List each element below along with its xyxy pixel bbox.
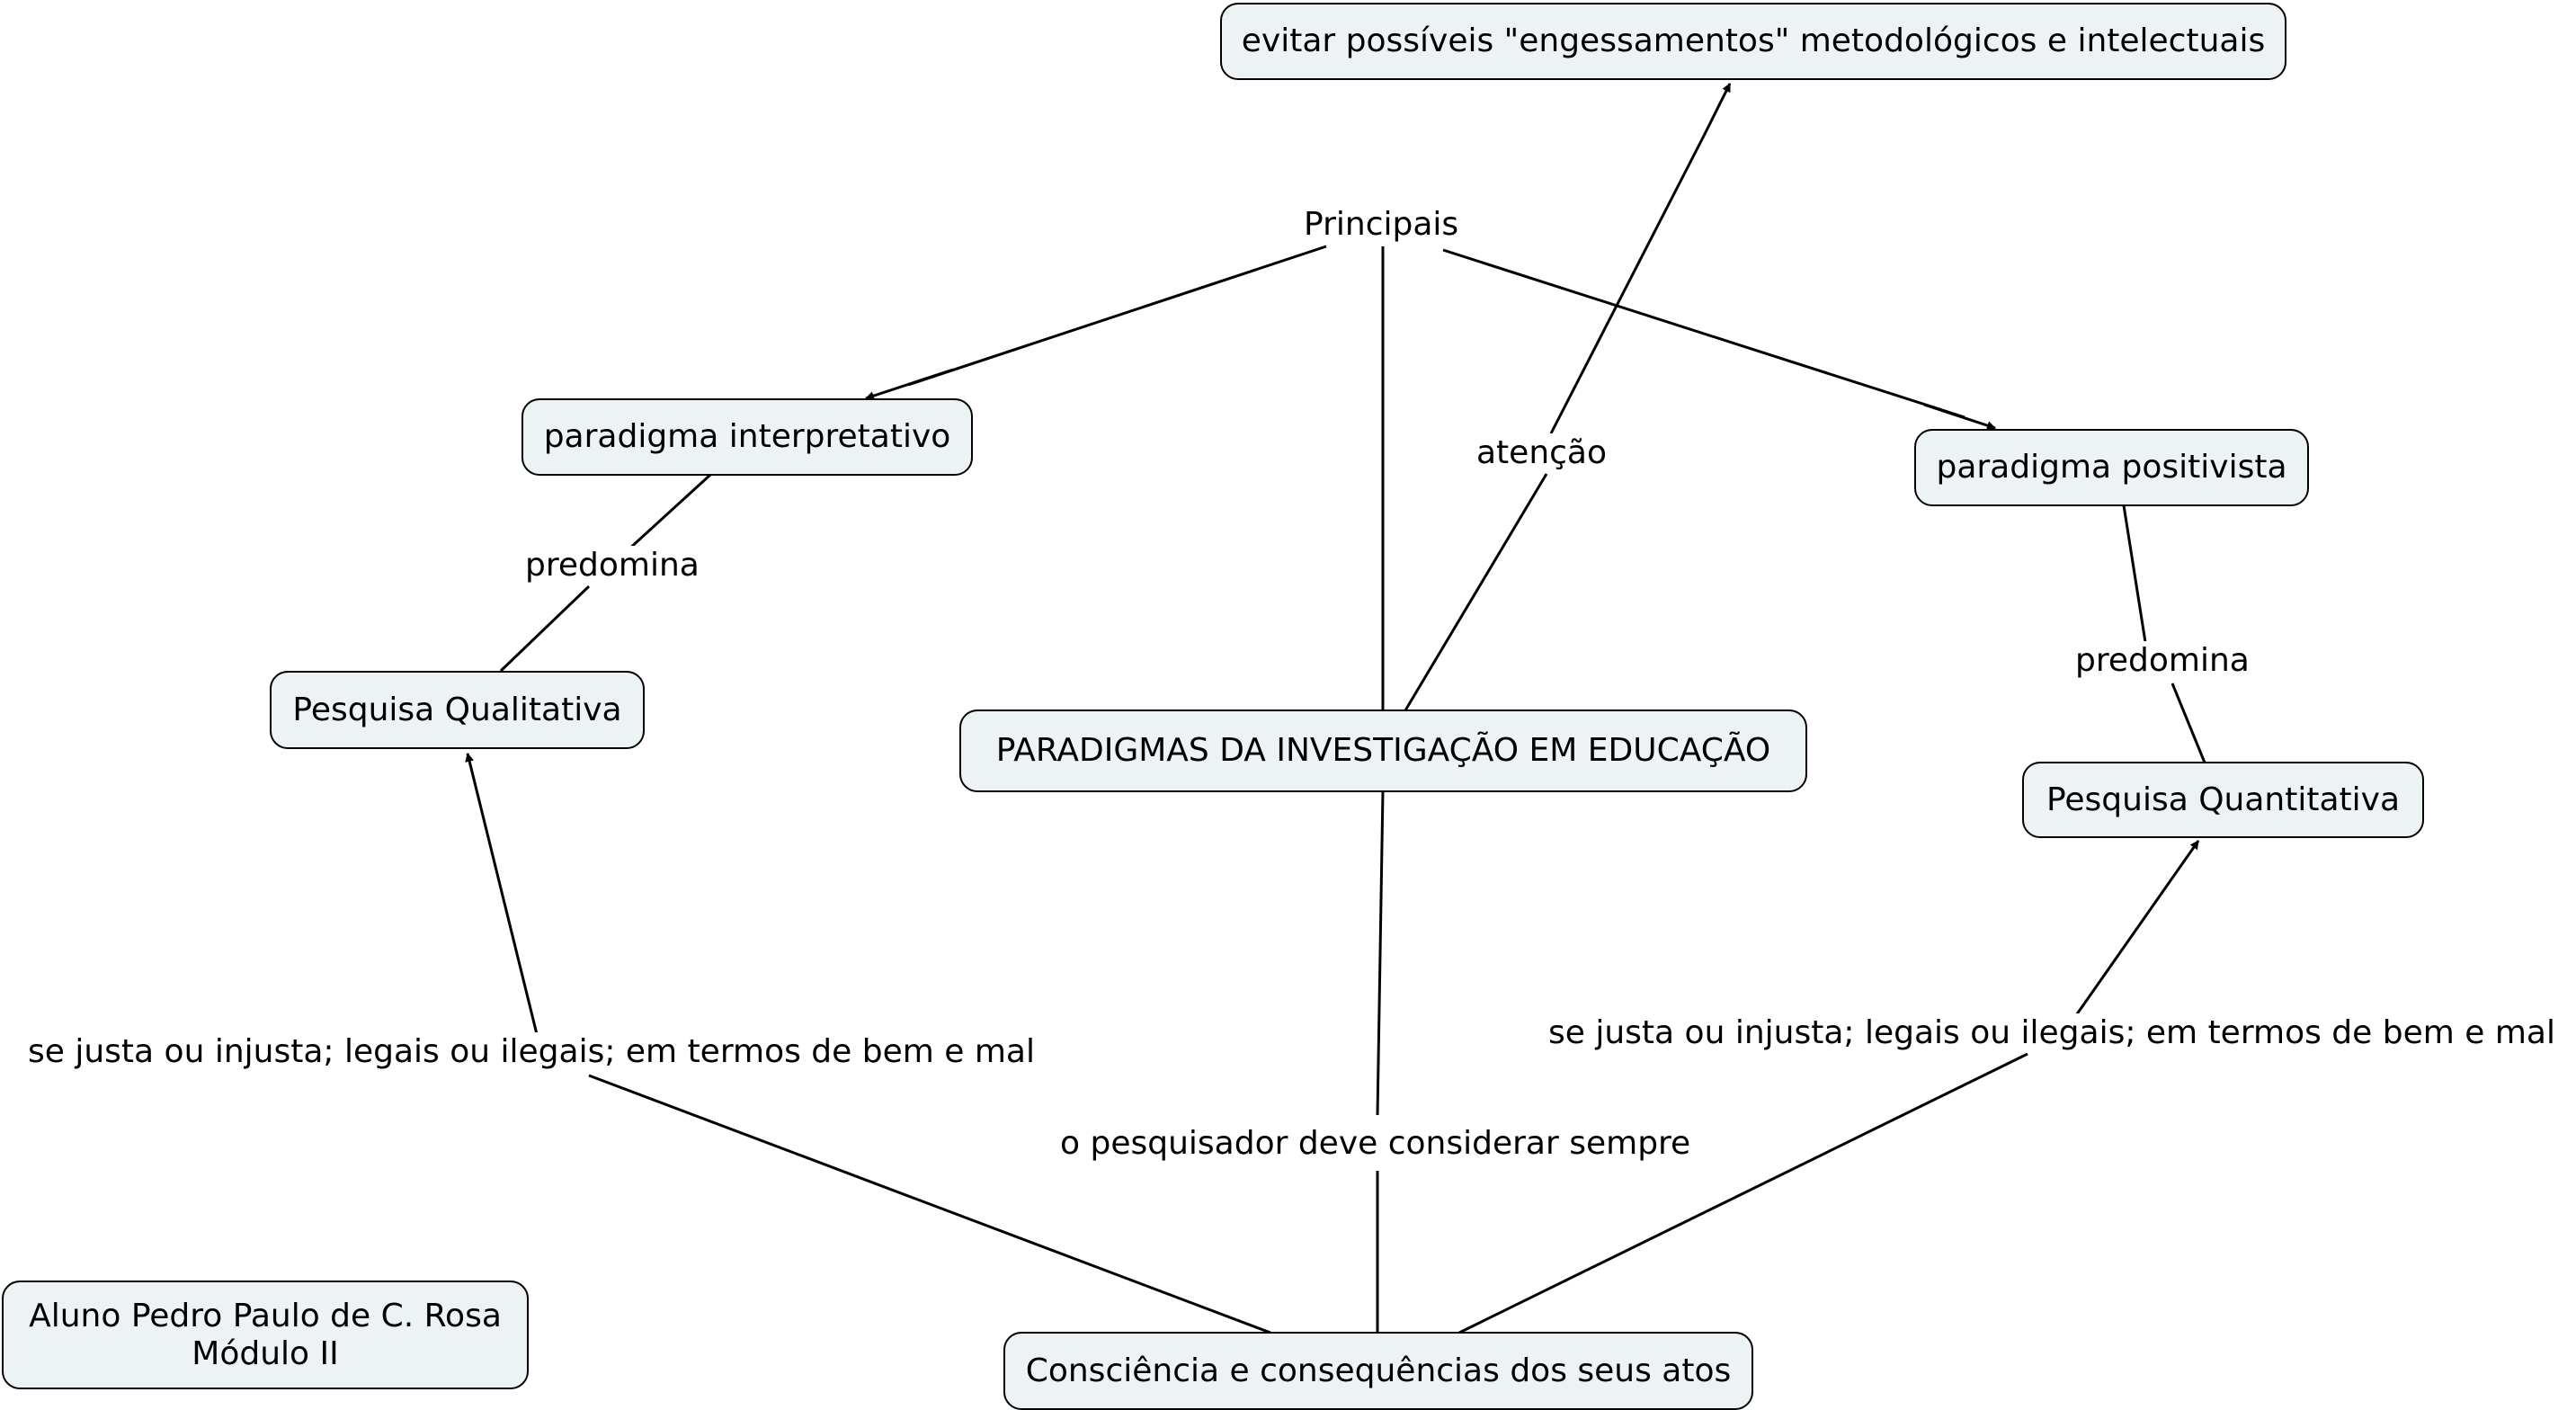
phrase-justa-left: se justa ou injusta; legais ou ilegais; …	[22, 1032, 1040, 1072]
link-principais-positivista	[1442, 248, 1965, 419]
link-consciencia-justa-left	[588, 1074, 1271, 1334]
arrow-to-topnote	[1702, 83, 1732, 137]
link-root-considerar	[1376, 790, 1385, 1116]
concept-pesquisa-quantitativa[interactable]: Pesquisa Quantitativa	[2022, 762, 2424, 838]
phrase-considerar: o pesquisador deve considerar sempre	[1055, 1124, 1697, 1164]
link-justa-right-quantitativa	[2072, 840, 2200, 1019]
link-consciencia-justa-right	[1458, 1052, 2028, 1334]
phrase-predomina-left: predomina	[520, 546, 705, 585]
concept-paradigma-positivista[interactable]: paradigma positivista	[1914, 429, 2309, 506]
link-atencao-topnote	[1549, 135, 1706, 434]
concept-paradigma-interpretativo[interactable]: paradigma interpretativo	[521, 398, 973, 476]
link-root-atencao	[1404, 473, 1548, 711]
concept-consciencia[interactable]: Consciência e consequências dos seus ato…	[1003, 1332, 1753, 1410]
concept-paradigmas-root[interactable]: PARADIGMAS DA INVESTIGAÇÃO EM EDUCAÇÃO	[959, 709, 1807, 792]
phrase-justa-right: se justa ou injusta; legais ou ilegais; …	[1543, 1013, 2561, 1053]
arrow-to-positivista	[1923, 403, 1996, 430]
concept-pesquisa-qualitativa[interactable]: Pesquisa Qualitativa	[270, 671, 645, 749]
link-positivista-predomina	[2122, 504, 2147, 643]
concept-author-note[interactable]: Aluno Pedro Paulo de C. Rosa Módulo II	[2, 1281, 529, 1389]
arrow-to-interpretativo	[865, 368, 954, 400]
concept-top-note[interactable]: evitar possíveis "engessamentos" metodol…	[1220, 3, 2286, 80]
phrase-principais: Principais	[1298, 205, 1465, 245]
link-predomina-quantitativa	[2170, 683, 2206, 763]
link-interpretativo-predomina	[626, 473, 712, 552]
phrase-atencao: atenção	[1471, 433, 1613, 473]
link-predomina-qualitativa	[499, 585, 591, 673]
link-justa-left-qualitativa	[465, 753, 539, 1035]
phrase-predomina-right: predomina	[2070, 641, 2255, 681]
link-principais-interpretativo	[907, 245, 1327, 387]
